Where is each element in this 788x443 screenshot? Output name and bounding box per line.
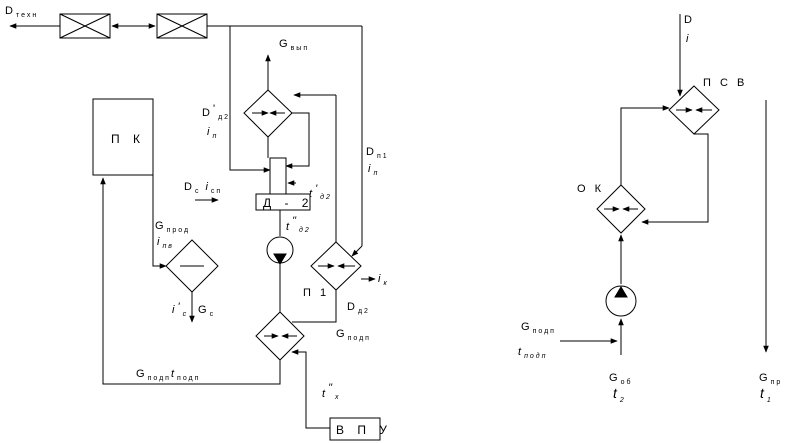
makeup-return-line — [100, 177, 281, 385]
d2-block-label: Д - 2 — [263, 196, 313, 210]
d-tekhn-label: Dтехн — [5, 5, 38, 19]
d-i-sub-label: i — [686, 33, 691, 45]
right-riser-to-p1 — [351, 245, 363, 257]
t2-label: t2 — [613, 385, 626, 404]
p1-label: П 1 — [303, 287, 329, 299]
network-pump — [605, 285, 637, 317]
t-d2-label: t'д2 — [309, 183, 332, 201]
right-scheme — [560, 14, 769, 355]
makeup-heater-exchanger — [255, 311, 305, 361]
g-prod-line — [152, 175, 167, 269]
g-podp-right-label: Gподп — [521, 321, 556, 335]
cooler-return-loop — [285, 112, 310, 169]
pk-block — [92, 98, 154, 176]
vpu-block — [329, 417, 381, 441]
i-pv-label: iпв — [157, 236, 174, 250]
i-p-label: iп — [207, 126, 218, 140]
d-d2-low-label: Dд2 — [347, 301, 370, 315]
t-d2b-label: t"д2 — [286, 215, 311, 234]
t1-label: t1 — [760, 385, 773, 404]
ok-label: О К — [577, 183, 604, 195]
g-podp-bottom-label: Gподпtподп — [136, 368, 200, 382]
t-x-label: t"х — [322, 382, 340, 401]
vpu-block-label: В П У — [336, 423, 392, 437]
deaerator-tank — [255, 193, 311, 211]
g-pr-label: Gпр — [759, 372, 782, 386]
g-vyp-label: Gвып — [279, 38, 309, 52]
g-ob-label: Gоб — [609, 372, 632, 386]
pk-block-label: П К — [111, 132, 145, 146]
ok-exchanger — [596, 184, 646, 234]
p1-exchanger — [310, 241, 362, 291]
valve-2 — [156, 13, 208, 39]
d-p1-label: Dп1 — [366, 146, 389, 160]
i-c-label: i'с — [172, 301, 188, 318]
circulation-pump — [266, 236, 294, 265]
left-scheme — [9, 13, 381, 441]
psv-exchanger — [668, 85, 720, 135]
g-podp-mid-label: Gподп — [336, 328, 371, 342]
psv-label: П С В — [703, 77, 747, 89]
valve-1 — [59, 13, 111, 39]
deaerator-column — [269, 157, 287, 195]
i-p2-label: iп — [368, 163, 379, 177]
d-d2-label: D'д2 — [202, 103, 230, 121]
g-c-label: Gс — [198, 304, 215, 318]
p1-to-lower-line — [292, 290, 337, 323]
vent-cooler-exchanger — [243, 89, 293, 138]
i-k-label: iк — [378, 273, 389, 287]
psv-return-line — [641, 133, 709, 225]
g-prod-label: Gпрод — [155, 220, 190, 234]
t-podp-right-label: tподп — [518, 346, 548, 360]
steam-to-deaerator-line — [229, 26, 271, 173]
ok-to-psv-line — [620, 105, 670, 185]
d-i-label: D — [684, 14, 695, 26]
vpu-feed-line — [291, 349, 330, 429]
